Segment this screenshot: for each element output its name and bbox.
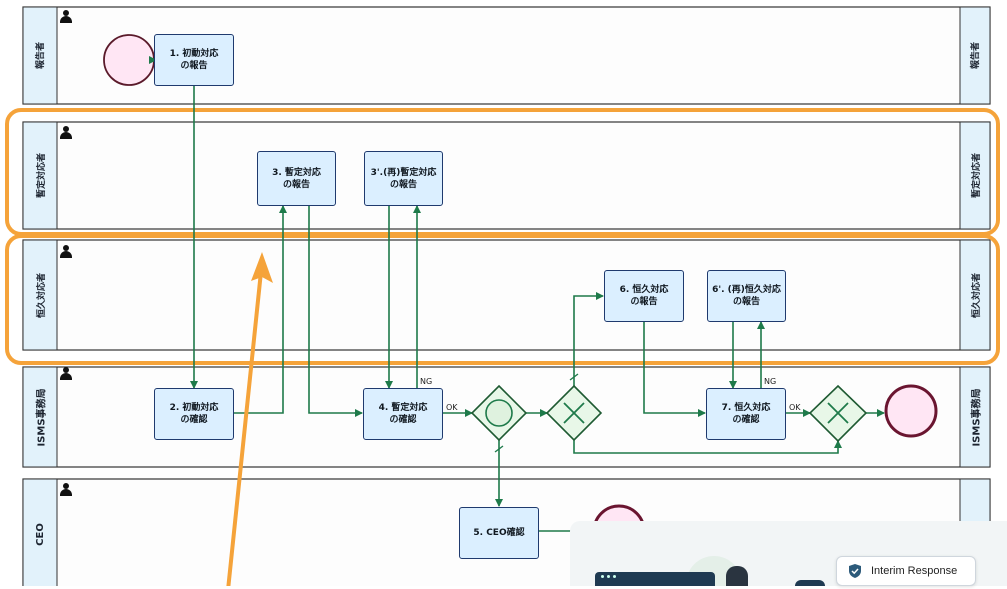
pool-interim	[22, 121, 991, 230]
lane-label-reporter: 報告者	[36, 41, 47, 70]
lane-header-right-permanent	[959, 239, 991, 351]
flow-label-ng: NG	[764, 377, 777, 386]
lane-label-interim: 暫定対応者	[36, 152, 47, 199]
person-icon	[60, 245, 72, 259]
default-flow-tick	[569, 373, 579, 381]
task-5-ceo-check[interactable]: 5. CEO確認	[459, 507, 539, 559]
start-event	[103, 34, 155, 86]
person-icon	[60, 10, 72, 24]
lane-header-right-interim	[959, 121, 991, 230]
task-2-initial-check[interactable]: 2. 初動対応 の確認	[154, 388, 234, 440]
lane-header-right-reporter	[959, 6, 991, 105]
lane-header-left-reporter	[22, 6, 58, 105]
lane-header-left-ceo	[22, 478, 58, 586]
lane-label-isms: ISMS事務局	[36, 387, 48, 447]
flow-label-ok: OK	[789, 403, 801, 412]
lane-label-reporter-right: 報告者	[971, 41, 982, 70]
task-7-permanent-check[interactable]: 7. 恒久対応 の確認	[706, 388, 786, 440]
interim-response-card[interactable]: Interim Response	[836, 556, 976, 586]
end-event	[884, 384, 938, 438]
task-3-interim-report[interactable]: 3. 暫定対応 の報告	[257, 151, 336, 206]
gateway-exclusive-3	[808, 384, 868, 443]
lane-label-permanent-right: 恒久対応者	[971, 272, 982, 318]
lane-label-ceo: CEO	[34, 522, 46, 546]
task-6-permanent-report[interactable]: 6. 恒久対応 の報告	[604, 270, 684, 322]
sequence-flows	[153, 56, 885, 532]
task-4-interim-check[interactable]: 4. 暫定対応 の確認	[363, 388, 443, 440]
default-flow-tick	[494, 445, 504, 453]
flow-label-ng: NG	[420, 377, 433, 386]
lane-label-interim-right: 暫定対応者	[971, 152, 982, 199]
card-label: Interim Response	[871, 565, 958, 577]
lane-label-isms-right: ISMS事務局	[971, 387, 983, 447]
flow-label-ok: OK	[446, 403, 458, 412]
annotation-arrowhead	[251, 252, 273, 283]
gateway-ok-1	[470, 384, 528, 442]
person-icon	[60, 367, 72, 381]
task-1-initial-report[interactable]: 1. 初動対応 の報告	[154, 34, 234, 86]
illustration-monitor	[595, 572, 715, 586]
illustration-dot	[795, 580, 825, 586]
person-icon	[60, 126, 72, 140]
lane-header-left-interim	[22, 121, 58, 230]
illustration-person	[726, 566, 748, 586]
gateway-exclusive-2	[545, 384, 603, 442]
annotation-arrow	[226, 261, 264, 586]
shield-check-icon	[849, 564, 861, 578]
person-icon	[60, 483, 72, 497]
lane-header-right-isms	[959, 366, 991, 468]
task-3b-interim-rereport[interactable]: 3'.(再)暫定対応 の報告	[364, 151, 443, 206]
pool-permanent	[22, 239, 991, 351]
highlight-permanent-lane	[5, 234, 1000, 365]
lane-label-permanent: 恒久対応者	[36, 272, 47, 318]
lane-header-left-permanent	[22, 239, 58, 351]
task-6b-permanent-rereport[interactable]: 6'. (再)恒久対応 の報告	[707, 270, 786, 322]
lane-header-left-isms	[22, 366, 58, 468]
